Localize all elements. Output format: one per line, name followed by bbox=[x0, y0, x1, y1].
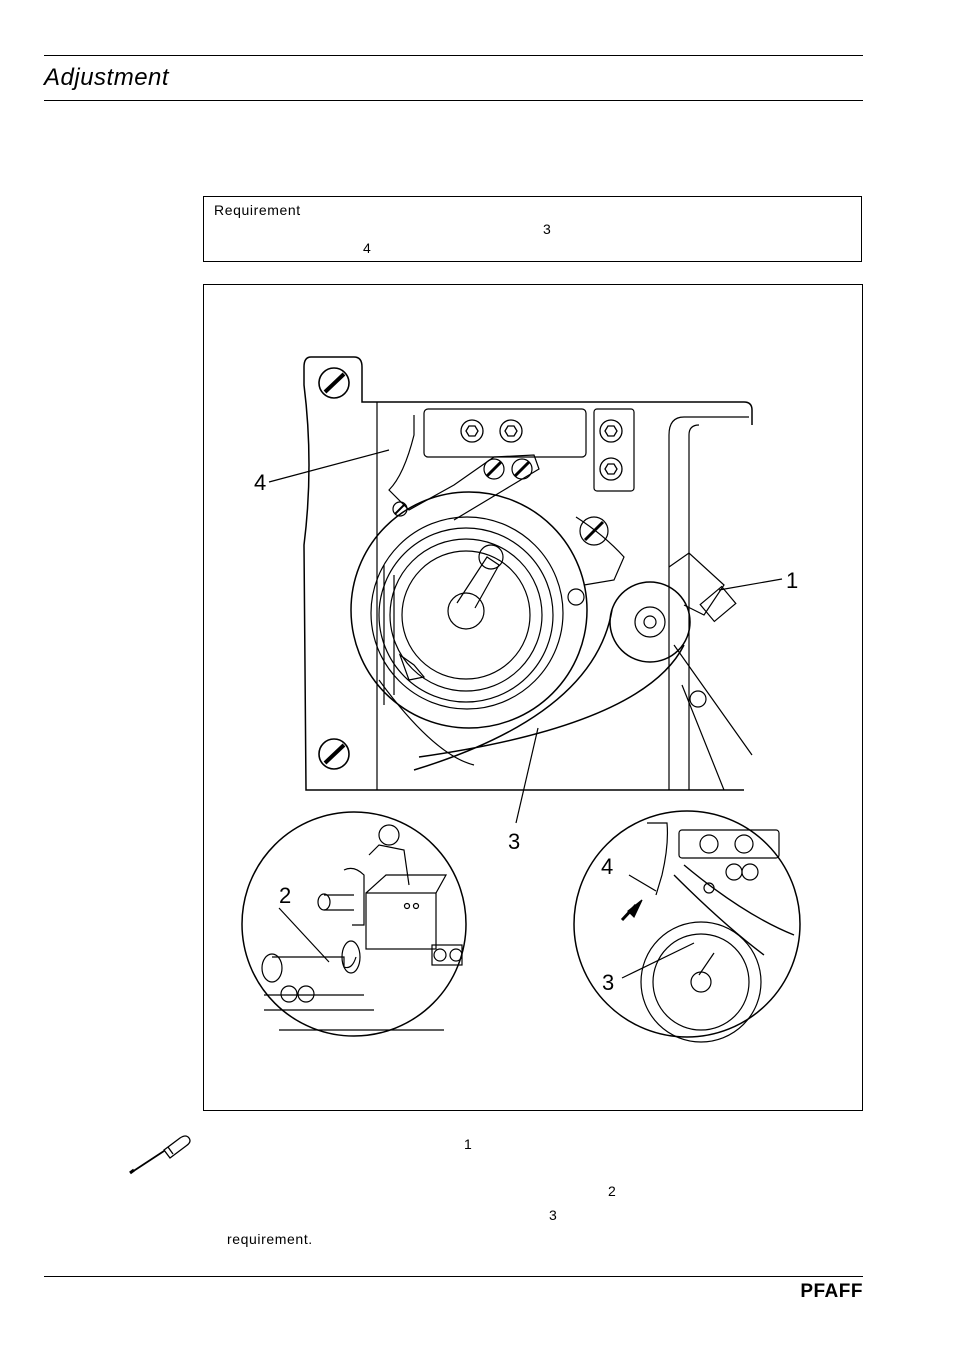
requirement-label: Requirement bbox=[214, 202, 301, 218]
requirement-box: Requirement 3 4 bbox=[203, 196, 862, 262]
footer-rule bbox=[44, 1276, 863, 1277]
page-title: Adjustment bbox=[44, 64, 170, 91]
callout-3-detail: 3 bbox=[602, 970, 614, 995]
screwdriver-icon bbox=[129, 1135, 191, 1175]
brand-logo: PFAFF bbox=[800, 1281, 863, 1302]
callout-1: 1 bbox=[786, 568, 798, 593]
requirement-ref-4: 4 bbox=[363, 240, 372, 256]
instruction-ref-1: 1 bbox=[464, 1136, 473, 1152]
instruction-ref-2: 2 bbox=[608, 1183, 617, 1199]
callout-4-detail: 4 bbox=[601, 854, 613, 879]
callout-3-main: 3 bbox=[508, 829, 520, 854]
header-rule-bottom bbox=[44, 100, 863, 101]
instruction-closing: requirement. bbox=[227, 1231, 313, 1247]
instruction-ref-3: 3 bbox=[549, 1207, 558, 1223]
requirement-ref-3: 3 bbox=[543, 221, 552, 237]
adjustment-figure: 4 1 3 2 4 3 bbox=[203, 284, 863, 1111]
callout-2: 2 bbox=[279, 883, 291, 908]
header-rule-top bbox=[44, 55, 863, 56]
callout-4-main: 4 bbox=[254, 470, 266, 495]
mechanism-drawing: 4 1 3 2 4 3 bbox=[241, 356, 801, 1043]
